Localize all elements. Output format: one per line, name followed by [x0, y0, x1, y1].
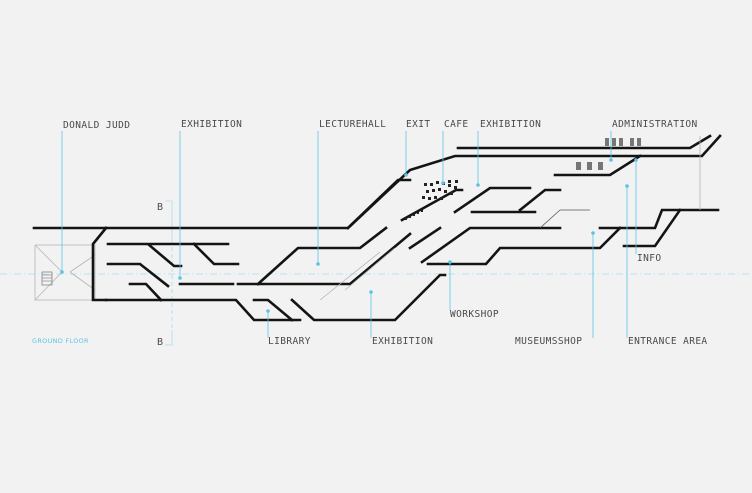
- leader-lecturehall: [316, 131, 320, 266]
- cafe-seating: [405, 180, 458, 220]
- administration-blocks: [576, 138, 641, 170]
- leader-exit: [404, 131, 408, 177]
- leader-cafe: [441, 131, 445, 185]
- donald-judd-room: [34, 244, 96, 301]
- leader-donald-judd: [60, 131, 64, 274]
- section-marker-b: [165, 200, 173, 346]
- label-floor-title: GROUND FLOOR: [32, 337, 89, 345]
- label-lecturehall: LECTUREHALL: [319, 119, 386, 130]
- leader-exhibition-2: [476, 131, 480, 187]
- label-exhibition-2: EXHIBITION: [480, 119, 541, 130]
- label-exhibition-3: EXHIBITION: [372, 336, 433, 347]
- label-exit: EXIT: [406, 119, 430, 130]
- room-labels: DONALD JUDD EXHIBITION LECTUREHALL EXIT …: [32, 119, 708, 348]
- leader-library: [266, 309, 270, 338]
- leaders: [60, 131, 638, 338]
- label-exhibition-1: EXHIBITION: [181, 119, 242, 130]
- label-administration: ADMINISTRATION: [612, 119, 698, 130]
- leader-info: [634, 158, 638, 254]
- label-info: INFO: [637, 253, 661, 264]
- label-donald-judd: DONALD JUDD: [63, 120, 130, 131]
- label-workshop: WORKSHOP: [450, 309, 499, 320]
- label-cafe: CAFE: [444, 119, 468, 130]
- secondary-lines: [319, 209, 590, 301]
- label-library: LIBRARY: [268, 336, 311, 347]
- label-entrance-area: ENTRANCE AREA: [628, 336, 708, 347]
- leader-administration: [609, 131, 613, 162]
- leader-exhibition-1: [178, 131, 182, 280]
- label-section-top: B: [157, 202, 163, 213]
- label-section-bottom: B: [157, 337, 163, 348]
- leader-museumsshop: [591, 231, 595, 338]
- stair-icon: [41, 271, 53, 286]
- leader-exhibition-3: [369, 290, 373, 338]
- leader-workshop: [448, 260, 452, 310]
- walls: [32, 134, 722, 322]
- label-museumsshop: MUSEUMSSHOP: [515, 336, 582, 347]
- leader-entrance-area: [625, 184, 629, 338]
